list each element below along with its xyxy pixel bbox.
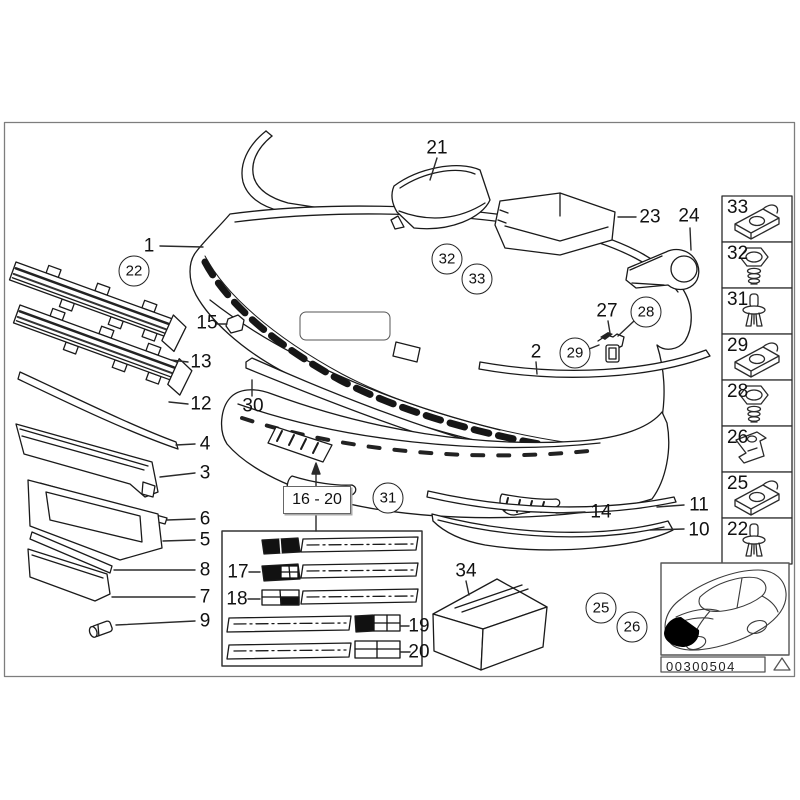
callout-7[interactable]: 7 (199, 586, 211, 608)
callout-9[interactable]: 9 (199, 610, 211, 632)
circled-callout-32[interactable]: 32 (431, 243, 463, 275)
callout-13[interactable]: 13 (190, 351, 212, 373)
circled-callout-28[interactable]: 28 (630, 296, 662, 328)
hex-screw-icon (740, 386, 768, 422)
legend-num-25[interactable]: 25 (727, 473, 749, 494)
callout-10[interactable]: 10 (688, 519, 710, 541)
callout-15[interactable]: 15 (196, 312, 218, 334)
car-illustration (661, 563, 789, 655)
part-trim-strip-4 (18, 372, 178, 449)
callout-27[interactable]: 27 (596, 300, 618, 322)
callout-1[interactable]: 1 (143, 235, 155, 257)
fastener-legend (722, 196, 792, 564)
callout-21[interactable]: 21 (426, 137, 448, 159)
part-plug (88, 620, 113, 638)
circled-callout-22[interactable]: 22 (118, 255, 150, 287)
callout-2[interactable]: 2 (530, 341, 542, 363)
part-brake-air-duct (391, 166, 490, 229)
circled-callout-31[interactable]: 31 (372, 482, 404, 514)
corner-triangle-icon (774, 658, 790, 670)
expanding-rivet-icon (743, 294, 765, 326)
legend-num-32[interactable]: 32 (727, 243, 749, 264)
expanding-rivet-icon (743, 524, 765, 556)
legend-num-31[interactable]: 31 (727, 289, 749, 310)
callout-11[interactable]: 11 (689, 494, 709, 516)
callout-14[interactable]: 14 (590, 501, 612, 523)
callout-5[interactable]: 5 (199, 529, 211, 551)
clip-nut-icon (735, 205, 779, 239)
part-filler-panel (28, 549, 110, 601)
circled-callout-26[interactable]: 26 (616, 611, 648, 643)
callout-range-box[interactable]: 16 - 20 (283, 486, 351, 514)
part-trim-strip-11 (427, 491, 676, 513)
footer-number-box (661, 657, 765, 672)
circled-callout-25[interactable]: 25 (585, 592, 617, 624)
hex-screw-icon (740, 248, 768, 284)
legend-num-29[interactable]: 29 (727, 335, 749, 356)
circled-callout-33[interactable]: 33 (461, 263, 493, 295)
bracket-icon (736, 432, 766, 463)
part-grille-lower (10, 297, 196, 396)
part-trim-strip-8 (30, 532, 112, 573)
callout-30[interactable]: 30 (242, 395, 264, 417)
callout-24[interactable]: 24 (678, 205, 700, 227)
part-licence-plate-base (28, 480, 162, 560)
part-lower-molding-10 (432, 514, 673, 550)
part-support-bracket (495, 193, 615, 255)
part-holder (626, 250, 699, 290)
part-sensor (598, 332, 624, 362)
clip-nut-icon (735, 481, 779, 515)
callout-20[interactable]: 20 (408, 641, 430, 663)
legend-num-28[interactable]: 28 (727, 381, 749, 402)
callout-12[interactable]: 12 (190, 393, 212, 415)
legend-num-22[interactable]: 22 (727, 519, 749, 540)
callout-34[interactable]: 34 (455, 560, 477, 582)
part-clip-15 (226, 315, 244, 333)
diagram-frame (5, 123, 795, 677)
callout-8[interactable]: 8 (199, 559, 211, 581)
part-mounting-kit-box (433, 579, 547, 670)
callout-3[interactable]: 3 (199, 462, 211, 484)
leader-lines (112, 158, 691, 652)
callout-23[interactable]: 23 (639, 206, 661, 228)
callout-17[interactable]: 17 (227, 561, 249, 583)
callout-6[interactable]: 6 (199, 508, 211, 530)
callout-19[interactable]: 19 (408, 615, 430, 637)
legend-num-33[interactable]: 33 (727, 197, 749, 218)
part-grille-upper (6, 254, 190, 352)
part-center-grille (16, 424, 158, 497)
legend-num-26[interactable]: 26 (727, 427, 749, 448)
callout-18[interactable]: 18 (226, 588, 248, 610)
clip-nut-icon (735, 343, 779, 377)
circled-callout-29[interactable]: 29 (559, 337, 591, 369)
callout-4[interactable]: 4 (199, 433, 211, 455)
diagram-number: 00300504 (666, 659, 736, 674)
